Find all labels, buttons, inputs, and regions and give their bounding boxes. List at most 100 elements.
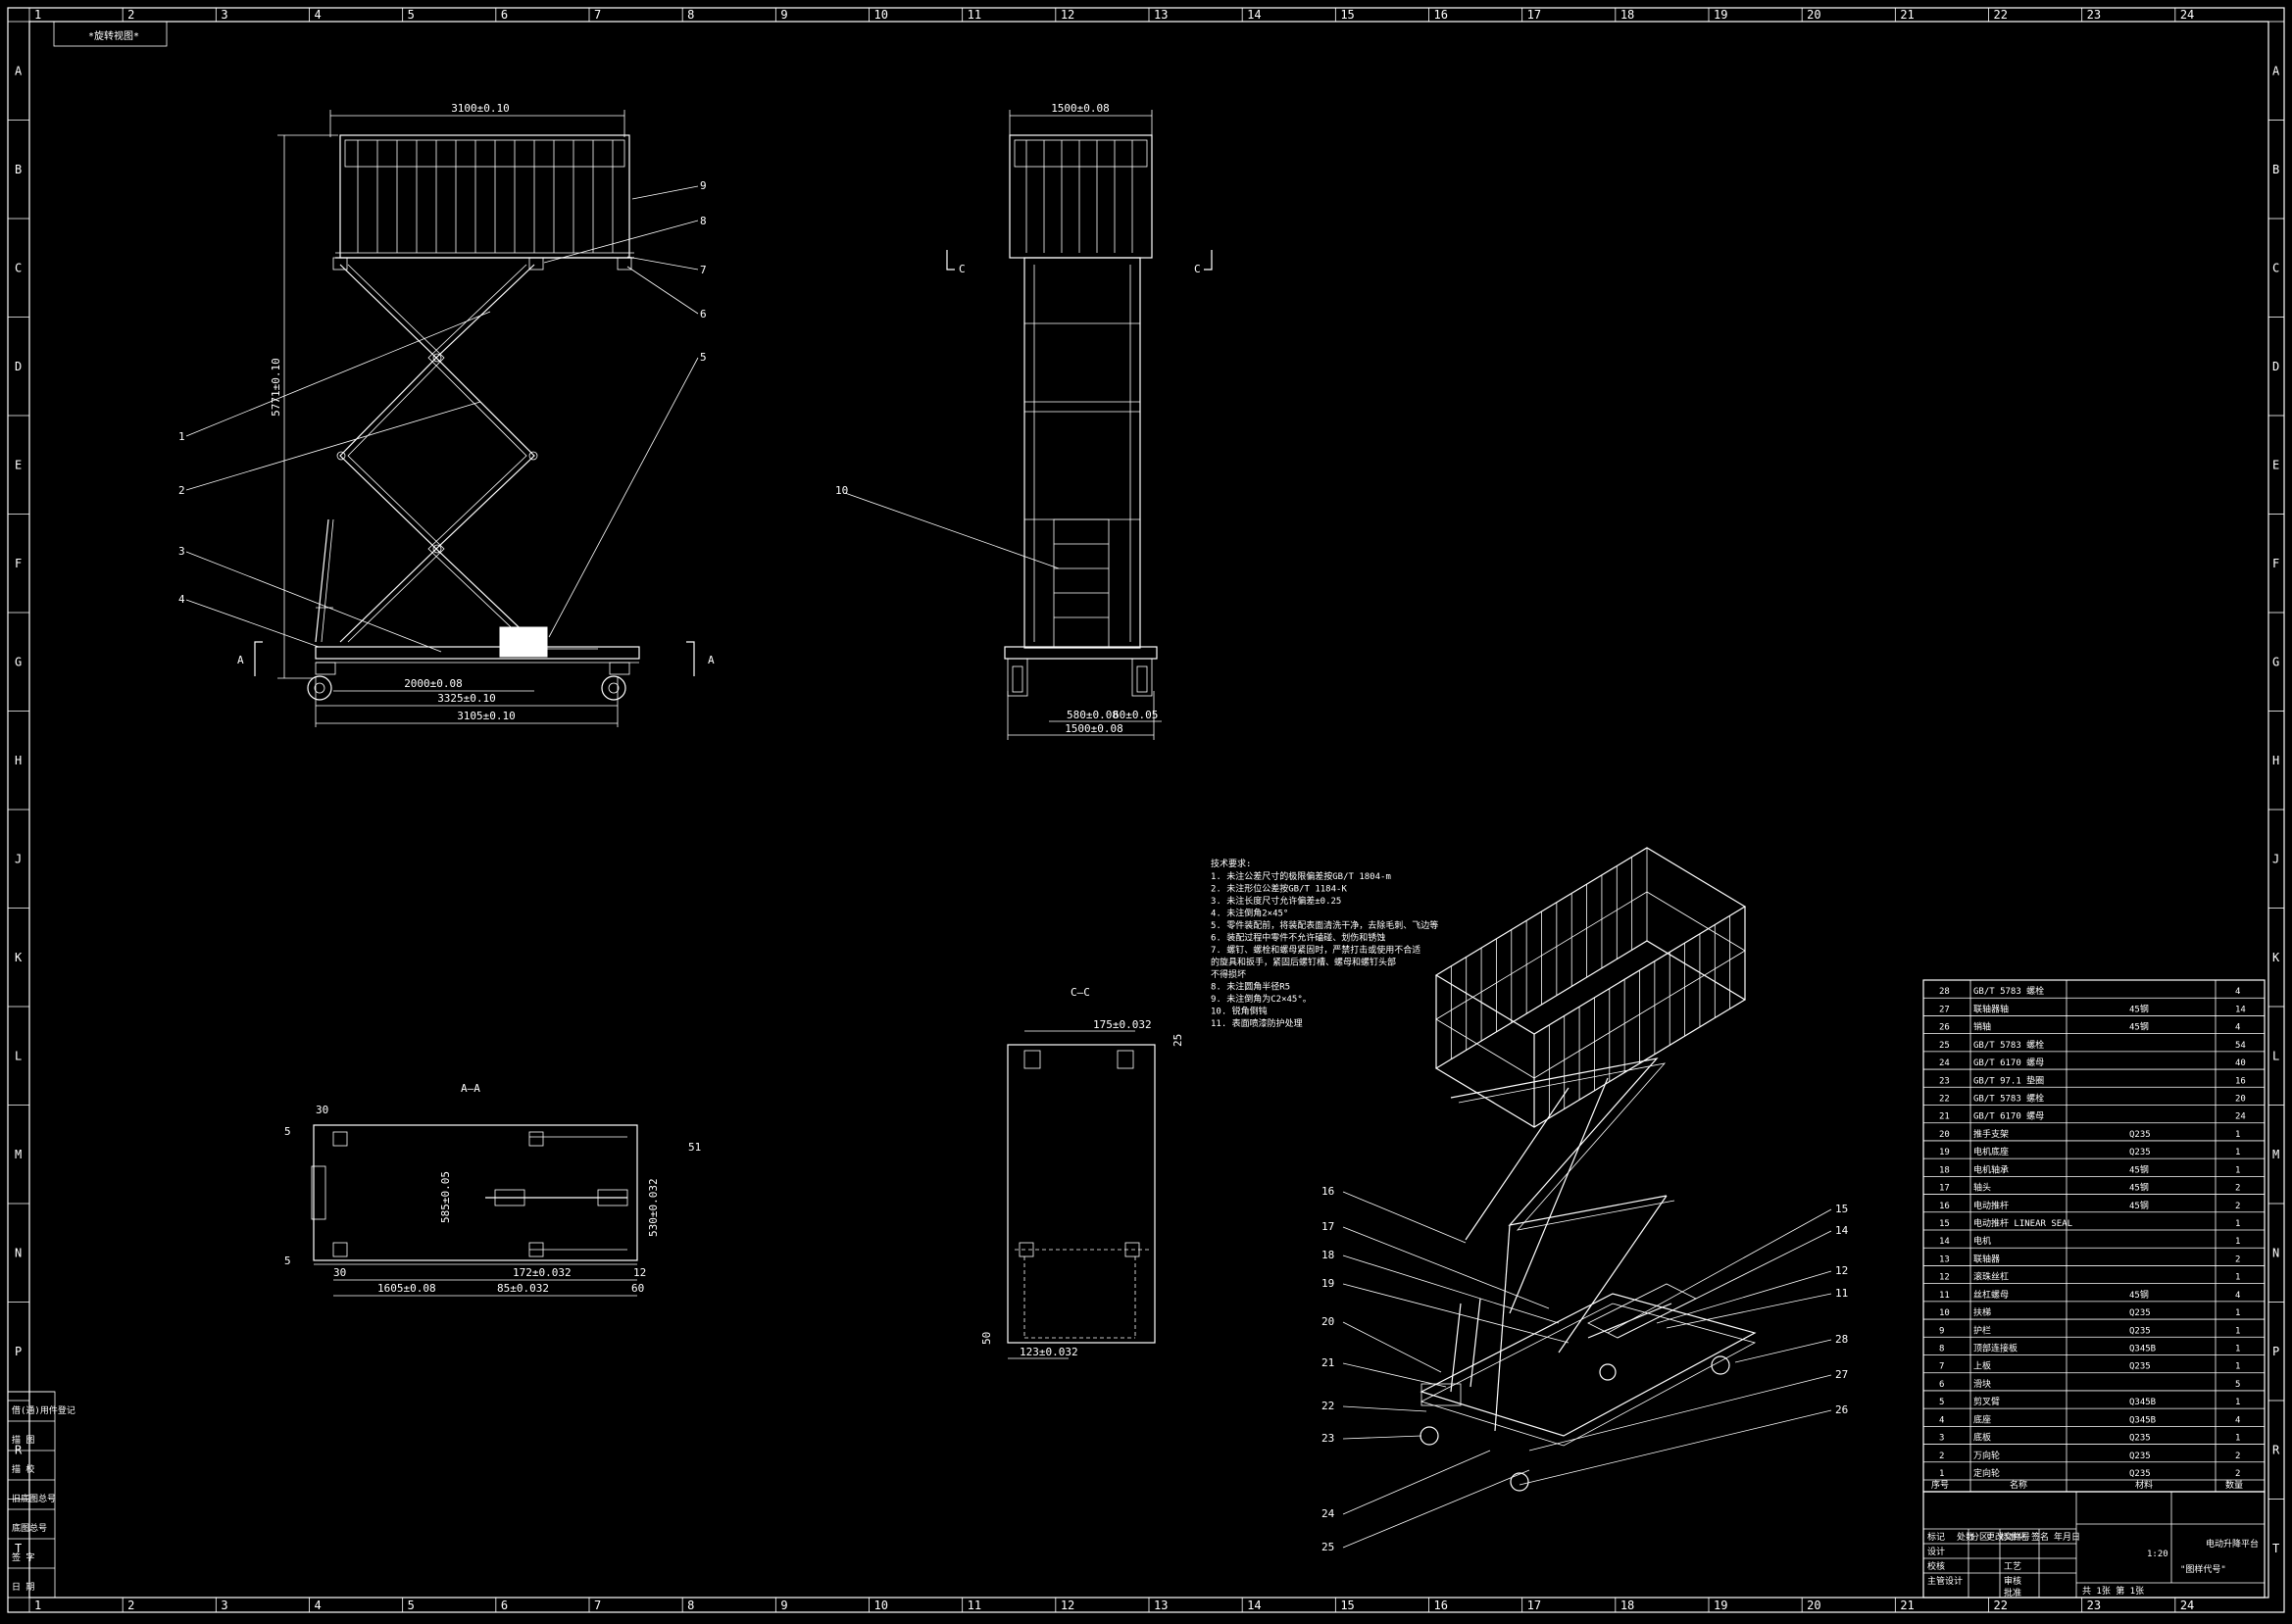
bom-qty: 40 [2235, 1058, 2246, 1068]
aa-dim-85: 85±0.032 [497, 1282, 549, 1295]
aa-dim-5-top: 5 [284, 1125, 291, 1138]
bom-name: GB/T 6170 螺母 [1973, 1058, 2044, 1068]
callout-1: 1 [178, 430, 185, 443]
column-number: 20 [1807, 8, 1820, 22]
bom-qty: 4 [2235, 1415, 2240, 1425]
bom-qty: 1 [2235, 1345, 2240, 1354]
column-number: 18 [1620, 8, 1634, 22]
notes-heading: 技术要求: [1211, 858, 1251, 869]
note-line: 9. 未注倒角为C2×45°。 [1211, 993, 1312, 1005]
bom-no: 4 [1939, 1415, 1944, 1425]
note-line: 10. 锐角倒钝 [1211, 1006, 1268, 1017]
bom-name: 电动推杆 [1973, 1200, 2009, 1211]
bom-no: 23 [1939, 1076, 1950, 1086]
bom-no: 11 [1939, 1291, 1950, 1301]
row-letter: A [15, 64, 23, 77]
row-letter: L [2272, 1049, 2279, 1062]
tb-sheet-info: 共 1张 第 1张 [2082, 1585, 2144, 1597]
column-number: 23 [2087, 1599, 2101, 1612]
bom-head-no: 序号 [1931, 1479, 1949, 1491]
bom-qty: 1 [2235, 1308, 2240, 1318]
column-number: 4 [315, 8, 322, 22]
bom-material: 45钢 [2129, 1289, 2149, 1301]
side-dim-bottom-total: 1500±0.08 [1065, 722, 1123, 735]
iso-callout-17: 17 [1321, 1220, 1334, 1233]
iso-callout-19: 19 [1321, 1277, 1334, 1290]
column-number: 20 [1807, 1599, 1820, 1612]
bom-material: Q235 [2129, 1362, 2151, 1372]
aa-dim-5-bot: 5 [284, 1255, 291, 1267]
bom-material: 45钢 [2129, 1163, 2149, 1175]
iso-callout-14: 14 [1835, 1224, 1849, 1237]
bom-qty: 1 [2235, 1273, 2240, 1283]
column-number: 2 [127, 1599, 134, 1612]
section-aa-title: A—A [461, 1082, 480, 1095]
bom-material: Q235 [2129, 1308, 2151, 1318]
iso-callout-21: 21 [1321, 1356, 1334, 1369]
left-strip-label: 底图总号 [12, 1522, 47, 1534]
tb-row-label: 更改文件号 [1986, 1531, 2030, 1543]
bom-name: 底座 [1973, 1413, 1991, 1425]
bom-no: 17 [1939, 1184, 1950, 1194]
row-letter: H [2272, 754, 2279, 767]
column-number: 14 [1247, 1599, 1261, 1612]
cc-dim-123: 123±0.032 [1020, 1346, 1078, 1358]
bom-qty: 1 [2235, 1165, 2240, 1175]
note-line: 3. 未注长度尺寸允许偏差±0.25 [1211, 895, 1341, 907]
iso-callout-11: 11 [1835, 1287, 1848, 1300]
bom-name: 电机轴承 [1973, 1163, 2009, 1175]
row-letter: M [15, 1148, 22, 1161]
row-letter: J [15, 852, 22, 865]
note-line: 1. 未注公差尺寸的极限偏差按GB/T 1804-m [1211, 870, 1391, 882]
iso-callout-24: 24 [1321, 1507, 1335, 1520]
motor-box [499, 626, 548, 658]
bom-qty: 4 [2235, 987, 2240, 997]
dim-top-width: 3100±0.10 [451, 102, 510, 115]
column-number: 9 [780, 8, 787, 22]
callout-7: 7 [700, 264, 707, 276]
bom-head-name: 名称 [2010, 1479, 2027, 1491]
iso-callout-16: 16 [1321, 1185, 1334, 1198]
bom-qty: 1 [2235, 1219, 2240, 1229]
row-letter: E [2272, 458, 2279, 471]
aa-dim-1605: 1605±0.08 [377, 1282, 436, 1295]
bom-qty: 54 [2235, 1041, 2246, 1051]
bom-no: 9 [1939, 1326, 1944, 1336]
column-number: 21 [1900, 1599, 1914, 1612]
wheel-left [307, 675, 332, 701]
bom-no: 18 [1939, 1165, 1950, 1175]
column-number: 2 [127, 8, 134, 22]
bom-material: Q235 [2129, 1434, 2151, 1444]
column-number: 19 [1714, 1599, 1727, 1612]
bom-qty: 24 [2235, 1112, 2246, 1122]
column-number: 6 [501, 8, 508, 22]
left-strip-label: 签 字 [12, 1551, 34, 1563]
column-number: 8 [687, 8, 694, 22]
bom-name: 剪叉臂 [1973, 1396, 2000, 1407]
bom-name: 上板 [1973, 1360, 1991, 1372]
bom-name: 联轴器轴 [1973, 1003, 2009, 1014]
row-letter: B [2272, 163, 2279, 176]
row-letter: R [2272, 1443, 2280, 1456]
tb-drawing-code: "图样代号" [2180, 1563, 2226, 1575]
row-letter: N [2272, 1246, 2279, 1259]
bom-no: 25 [1939, 1041, 1950, 1051]
bom-no: 14 [1939, 1237, 1950, 1247]
row-letter: A [2272, 64, 2280, 77]
column-number: 7 [594, 1599, 601, 1612]
iso-callout-12: 12 [1835, 1264, 1848, 1277]
tb-row-label: 年月日 [2054, 1531, 2080, 1543]
bom-name: 推手支架 [1973, 1128, 2009, 1140]
bom-qty: 2 [2235, 1184, 2240, 1194]
bom-no: 12 [1939, 1273, 1950, 1283]
column-number: 13 [1154, 8, 1168, 22]
bom-name: 销轴 [1973, 1021, 1991, 1033]
column-number: 11 [968, 1599, 981, 1612]
aa-dim-30-bot: 30 [333, 1266, 346, 1279]
column-number: 3 [221, 1599, 227, 1612]
column-number: 4 [315, 1599, 322, 1612]
bom-no: 6 [1939, 1380, 1944, 1390]
